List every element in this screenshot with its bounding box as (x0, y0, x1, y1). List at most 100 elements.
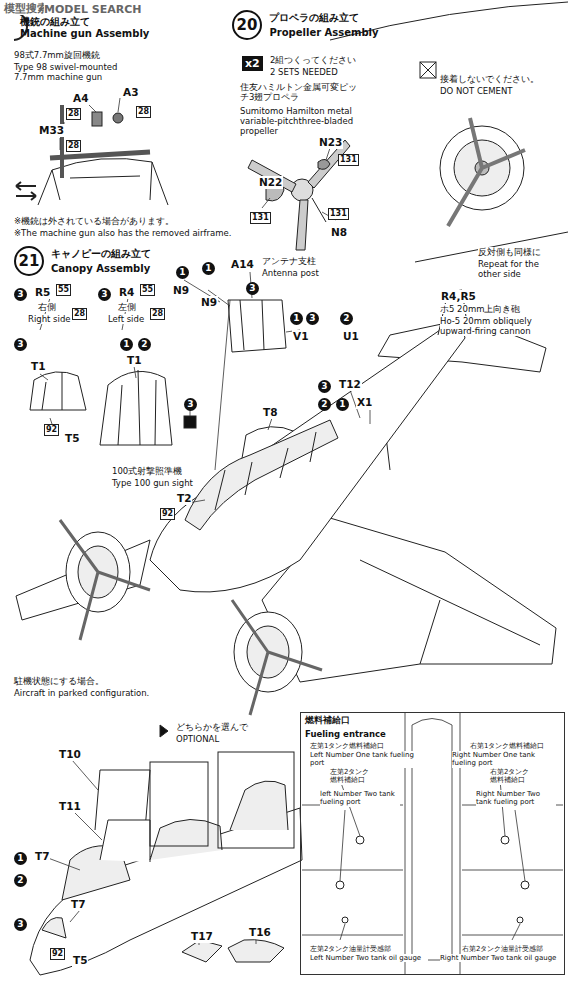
step-title: Fueling entrance (301, 727, 390, 741)
propeller-blades (448, 118, 525, 226)
oil-gauge (517, 917, 523, 923)
leader-line (48, 858, 80, 870)
leader-line (515, 810, 525, 881)
cockpit-canopy (185, 420, 338, 530)
fuel-port (336, 881, 344, 889)
paint-code: 2 (318, 398, 331, 411)
paint-code: 3 (14, 288, 27, 301)
boxed-number: 28 (136, 106, 151, 118)
paint-code: 1 (202, 262, 215, 275)
note-text: Type 100 gun sight (112, 478, 193, 488)
canopy-frame (215, 432, 316, 510)
callout-text: Left Number One tank fueling port (310, 751, 418, 768)
note-text: OPTIONAL (176, 734, 219, 744)
step-number: 20 (232, 10, 262, 40)
note-text: 98式7.7mm旋回機銃 (14, 50, 100, 60)
callout-text: 右第1タンク燃料補給口 (470, 742, 544, 750)
boxed-number: 28 (72, 308, 87, 320)
callout-text: 左第1タンク燃料補給口 (310, 742, 384, 750)
paint-mask-icon (184, 416, 196, 428)
paint-code: 3 (246, 282, 259, 295)
paint-code: 1 (336, 398, 349, 411)
step-title: Machine gun Assembly (20, 28, 154, 40)
paint-code: 1 (120, 338, 133, 351)
callout-text: Left Number Two tank oil gauge (310, 954, 428, 962)
leader-line (500, 780, 505, 836)
note-text: 反対側も同様に (478, 247, 541, 257)
callout-text: 左第2タンク燃料補給口 (330, 768, 374, 785)
boxed-number: 92 (160, 508, 175, 520)
part-number: A14 (230, 258, 255, 271)
part-number: M33 (38, 124, 65, 137)
part-t7-t5 (42, 918, 66, 939)
part-number: T10 (58, 748, 82, 761)
part-number: U1 (342, 330, 360, 343)
boxed-number: 28 (66, 140, 81, 152)
note-text: 住友ハミルトン金属可変ピッチ3翅プロペラ (240, 82, 360, 102)
step-title: 機銃の組み立て (20, 16, 154, 28)
boxed-number: 92 (50, 948, 65, 960)
part-number: X1 (356, 396, 373, 409)
note-text: 接着しないでください。 (440, 74, 539, 84)
paint-code: 3 (14, 338, 27, 351)
note-text: 100式射撃照準機 (112, 466, 182, 476)
part-number: V1 (292, 330, 309, 343)
propeller-blade (296, 200, 308, 250)
parked-fuselage (30, 808, 302, 975)
step-title: 燃料補給口 (301, 713, 354, 727)
part-number: N9 (172, 284, 190, 297)
part-number: R4 (118, 286, 135, 299)
leader-line (72, 760, 98, 790)
paint-code: 2 (14, 874, 27, 887)
no-cement-icon (420, 62, 436, 78)
part-number: N8 (330, 226, 348, 239)
part-t16 (228, 940, 284, 962)
boxed-number: 28 (66, 108, 81, 120)
canopy-frame (240, 300, 264, 350)
part-number: T16 (248, 926, 272, 939)
paint-code: 3 (184, 398, 197, 411)
callout-text: 右第2タンク燃料補給口 (490, 768, 534, 785)
step-header: 機銃の組み立てMachine gun Assembly (20, 16, 154, 40)
note-text: Sumitomo Hamilton metal variable-pitchth… (240, 106, 390, 137)
swap-arrows-icon (16, 182, 36, 200)
part-number: T12 (338, 378, 362, 391)
boxed-number: 55 (56, 284, 71, 296)
part-number: N23 (318, 136, 343, 149)
part-n8-shaft (312, 198, 326, 222)
note-text: 右側 (38, 302, 56, 312)
note-text: Type 98 swivel-mounted 7.7mm machine gun (14, 62, 124, 82)
paint-code: 1 (176, 266, 189, 279)
boxed-number: 131 (328, 208, 349, 220)
fuselage-plan (412, 719, 452, 961)
paint-code: 1 (14, 852, 27, 865)
part-number: T5 (72, 954, 88, 967)
optional-arrow-icon (160, 725, 168, 737)
leader-line (512, 924, 520, 940)
canopy-frame (118, 370, 156, 445)
callout-text: 右第2タンク油量計受感部 (462, 945, 543, 953)
part-t17 (182, 940, 222, 962)
note-text: 左側 (118, 302, 136, 312)
note-text: アンテナ支柱 (262, 256, 316, 266)
right-propeller (232, 600, 322, 715)
callout-text: left Number Two tank fueling port (320, 790, 400, 807)
canopy-part-t1-left (30, 372, 86, 410)
callout-text: Right Number Two tank fueling port (476, 790, 556, 807)
leader-line (340, 810, 345, 881)
note-text: Right side (28, 314, 71, 324)
note-text: ※機銃は外されている場合があります。 (14, 216, 174, 226)
boxed-number: 28 (150, 308, 165, 320)
no-cement-icon (420, 62, 436, 78)
fuel-port (501, 836, 509, 844)
oil-gauge (342, 917, 348, 923)
part-number: N22 (258, 176, 283, 189)
part-number: A3 (122, 86, 139, 99)
part-number: T7 (34, 850, 50, 863)
left-propeller (60, 520, 150, 640)
leader-line (256, 940, 257, 944)
leader-line (72, 810, 102, 840)
step-title: Propeller Assembly (269, 27, 381, 39)
step-header: 21キャノピーの組み立てCanopy Assembly (14, 246, 153, 276)
